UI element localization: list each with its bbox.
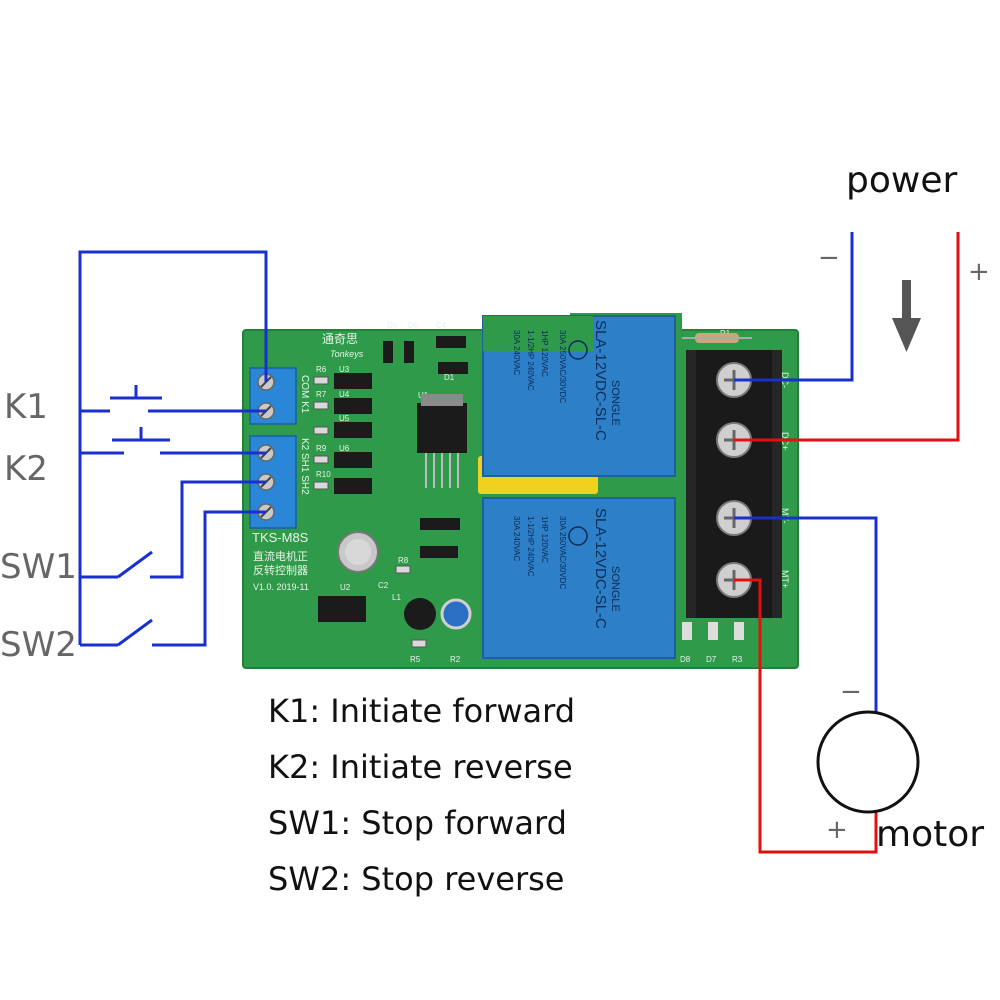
voltage-regulator (417, 403, 467, 453)
sw1-label: SW1 (0, 547, 77, 587)
control-wiring (78, 250, 268, 647)
optocouplers (334, 373, 372, 494)
legend-sw2: SW2: Stop reverse (268, 860, 564, 898)
svg-text:U2: U2 (340, 583, 351, 592)
k2-label: K2 (4, 449, 48, 489)
svg-text:U4: U4 (339, 390, 350, 399)
svg-text:MT+: MT+ (780, 570, 790, 588)
legend-sw1: SW1: Stop forward (268, 804, 567, 842)
svg-text:D7: D7 (706, 655, 717, 664)
svg-text:30A 240VAC: 30A 240VAC (512, 516, 521, 561)
motor-negative-wire (734, 516, 878, 712)
svg-text:SLA-12VDC-SL-C: SLA-12VDC-SL-C (592, 320, 609, 441)
input-terminal-block (249, 367, 297, 529)
sw2-wire (152, 510, 266, 647)
board-brand-cn: 通奇思 (322, 332, 358, 346)
svg-text:C4: C4 (436, 321, 447, 330)
svg-text:R10: R10 (316, 470, 331, 479)
svg-text:1HP 120VAC: 1HP 120VAC (540, 516, 549, 563)
power-positive-wire (734, 232, 960, 442)
svg-text:30A 250VAC/30VDC: 30A 250VAC/30VDC (558, 330, 567, 403)
down-arrow-icon (892, 280, 921, 352)
svg-text:SONGLE: SONGLE (609, 380, 621, 426)
board-brand: Tonkeys (330, 349, 364, 359)
svg-text:R5: R5 (410, 655, 421, 664)
power-plus-label: + (968, 257, 990, 287)
com-wire (78, 250, 268, 645)
svg-text:1HP 120VAC: 1HP 120VAC (540, 330, 549, 377)
pins-bottom-label: K2 SH1 SH2 (299, 438, 310, 495)
power-minus-label: − (818, 243, 840, 273)
svg-text:R9: R9 (316, 444, 327, 453)
legend: K1: Initiate forward K2: Initiate revers… (268, 692, 575, 898)
svg-text:D8: D8 (680, 655, 691, 664)
relay-reverse: SLA-12VDC-SL-C SONGLE 30A 250VAC/30VDC 1… (482, 497, 676, 659)
pins-top-label: COM K1 (299, 375, 310, 414)
svg-text:1-1/2HP 240VAC: 1-1/2HP 240VAC (526, 330, 535, 391)
svg-text:R8: R8 (398, 556, 409, 565)
switch-sw1 (117, 550, 153, 579)
svg-text:D1: D1 (444, 373, 455, 382)
svg-text:R7: R7 (316, 390, 327, 399)
board-model: TKS-M8S (252, 530, 309, 545)
motor-minus-label: − (840, 677, 862, 707)
sw2-label: SW2 (0, 625, 77, 665)
inductor (404, 598, 436, 630)
switch-sw2 (117, 618, 153, 647)
svg-text:D5: D5 (387, 321, 398, 330)
svg-text:MT-: MT- (780, 508, 790, 524)
svg-text:SLA-12VDC-SL-C: SLA-12VDC-SL-C (592, 508, 609, 629)
svg-text:SONGLE: SONGLE (609, 566, 621, 612)
svg-text:C2: C2 (378, 581, 389, 590)
svg-text:U5: U5 (339, 414, 350, 423)
board-desc-line2: 反转控制器 (253, 563, 308, 577)
legend-k2: K2: Initiate reverse (268, 748, 573, 786)
motor-plus-label: + (826, 815, 848, 845)
svg-text:1-1/2HP 240VAC: 1-1/2HP 240VAC (526, 516, 535, 577)
power-negative-wire (734, 232, 854, 382)
power-wiring (734, 232, 960, 854)
relay-forward: SLA-12VDC-SL-C SONGLE 30A 250VAC/30VDC 1… (482, 315, 676, 477)
sw1-wire (150, 480, 266, 579)
motor-positive-wire (734, 578, 878, 854)
svg-text:R2: R2 (450, 655, 461, 664)
power-label: power (846, 160, 957, 201)
board-desc-line1: 直流电机正 (253, 549, 308, 563)
svg-text:R6: R6 (316, 365, 327, 374)
k1-label: K1 (4, 387, 48, 427)
motor-label: motor (876, 814, 984, 855)
svg-text:R3: R3 (732, 655, 743, 664)
svg-text:30A 240VAC: 30A 240VAC (512, 330, 521, 375)
svg-text:30A 250VAC/30VDC: 30A 250VAC/30VDC (558, 516, 567, 589)
smd-resistors (313, 376, 427, 648)
board-version: V1.0. 2019-11 (253, 582, 309, 592)
svg-text:L1: L1 (392, 593, 401, 602)
svg-text:D6: D6 (408, 321, 419, 330)
pushbutton-k2 (112, 427, 170, 455)
svg-text:U3: U3 (339, 365, 350, 374)
legend-k1: K1: Initiate forward (268, 692, 575, 730)
svg-text:U6: U6 (339, 444, 350, 453)
power-terminal-block: DC- DC+ MT- MT+ (686, 350, 790, 618)
pushbutton-k1 (110, 385, 162, 413)
motor-symbol (816, 710, 920, 814)
